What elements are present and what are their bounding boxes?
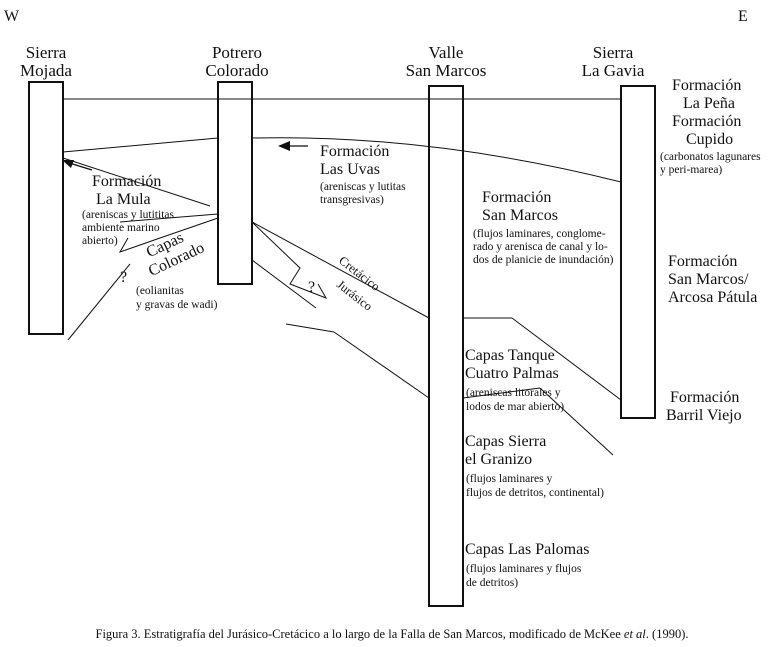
las-uvas-label-2: Las Uvas — [320, 161, 380, 178]
barril-label-1: Formación — [670, 389, 739, 406]
san-marcos-note-3: dos de planicie de inundación) — [473, 254, 614, 266]
question-mark-1: ? — [120, 269, 127, 286]
column-potrero-colorado — [217, 81, 253, 285]
san-marcos-note-1: (flujos laminares, conglome- — [473, 228, 606, 240]
arcosa-label-2: San Marcos/ — [668, 271, 749, 288]
capas-colorado-note-1: (eolianitas — [136, 285, 184, 297]
sierra-la-gavia-title-2: La Gavia — [582, 61, 645, 80]
granizo-label-2: el Granizo — [465, 451, 532, 468]
tanque-label-1: Capas Tanque — [465, 347, 555, 364]
las-uvas-note-2: transgresivas) — [320, 194, 384, 206]
san-marcos-label-2: San Marcos — [482, 207, 558, 224]
west-label: W — [4, 8, 20, 25]
arrow-las-uvas — [278, 141, 308, 151]
san-marcos-note-2: rado y arenisca de canal y lo- — [473, 241, 608, 253]
correlation-lines — [62, 98, 622, 456]
arcosa-label-3: Arcosa Pátula — [668, 289, 757, 306]
figure-caption: Figura 3. Estratigrafía del Jurásico-Cre… — [96, 627, 689, 641]
palomas-note-2: de detritos) — [466, 577, 518, 589]
sierra-mojada-title-2: Mojada — [20, 61, 72, 80]
cupido-note-2: y peri-marea) — [660, 164, 722, 176]
palomas-note-1: (flujos laminares y flujos — [466, 563, 582, 575]
column-valle-san-marcos — [428, 85, 464, 607]
valle-san-marcos-title-1: Valle — [429, 43, 464, 62]
sierra-la-gavia-title-1: Sierra — [593, 43, 634, 62]
sierra-mojada-title-1: Sierra — [26, 43, 67, 62]
column-sierra-mojada — [28, 81, 64, 335]
capas-colorado-boundary — [118, 217, 219, 253]
question-mark-2: ? — [308, 279, 315, 296]
jurassic-fault-zigzag — [251, 221, 328, 299]
la-pena-label-1: Formación — [672, 77, 741, 94]
potrero-colorado-title-2: Colorado — [205, 61, 268, 80]
cupido-label-2: Cupido — [686, 131, 733, 148]
la-pena-label-2: La Peña — [683, 95, 735, 112]
palomas-label-1: Capas Las Palomas — [465, 541, 589, 558]
cupido-label-1: Formación — [672, 113, 741, 130]
tanque-note-1: (areniscas litorales y — [466, 387, 561, 399]
potrero-colorado-title-1: Potrero — [212, 43, 262, 62]
san-marcos-label-1: Formación — [482, 189, 551, 206]
granizo-note-1: (flujos laminares y — [466, 473, 552, 485]
la-mula-label-2: La Mula — [96, 191, 151, 208]
arrow-la-mula — [62, 160, 93, 171]
la-mula-note-2: ambiente marino — [82, 222, 160, 234]
valle-san-marcos-title-2: San Marcos — [406, 61, 487, 80]
la-mula-note-1: (areniscas y lutititas — [82, 209, 174, 221]
east-label: E — [738, 8, 748, 25]
granizo-label-1: Capas Sierra — [465, 433, 546, 450]
cupido-note-1: (carbonatos lagunares — [660, 151, 761, 163]
tanque-label-2: Cuatro Palmas — [465, 365, 559, 382]
barril-label-2: Barril Viejo — [666, 407, 742, 424]
las-uvas-label-1: Formación — [320, 143, 389, 160]
column-sierra-la-gavia — [620, 85, 656, 419]
granizo-note-2: flujos de detritos, continental) — [466, 487, 604, 499]
la-mula-label-1: Formación — [92, 173, 161, 190]
la-mula-note-3: abierto) — [82, 235, 118, 247]
arcosa-label-1: Formación — [668, 253, 737, 270]
capas-colorado-note-2: y gravas de wadi) — [136, 299, 218, 311]
las-uvas-note-1: (areniscas y lutitas — [320, 181, 406, 193]
tanque-note-2: lodos de mar abierto) — [466, 401, 564, 413]
